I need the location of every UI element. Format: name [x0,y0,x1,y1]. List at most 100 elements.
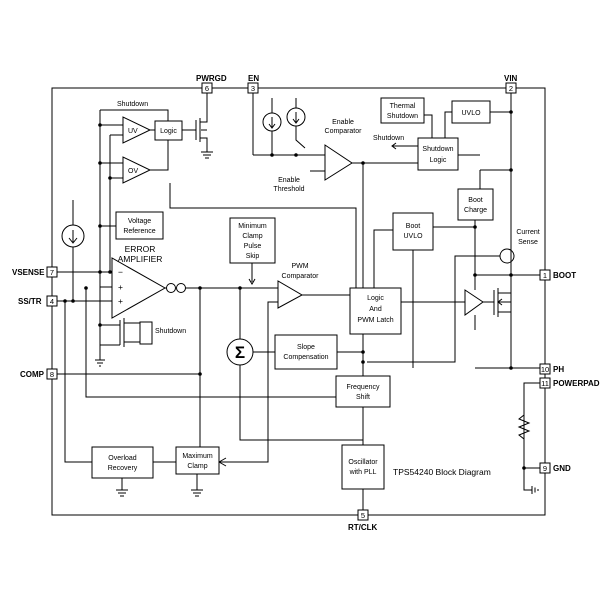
pin-gnd: 9 GND [539,462,571,474]
voltage-reference-line1: Voltage [128,218,151,225]
pin-vsense-label: VSENSE [12,268,45,277]
pin-en-number: 3 [251,84,255,93]
frequency-shift-block: Frequency Shift [335,375,391,408]
logic-pwm-latch-block: Logic And PWM Latch [349,287,402,335]
current-source-vref [61,224,85,248]
boot-charge-block: Boot Charge [457,188,494,221]
boot-uvlo-block: Boot UVLO [392,212,434,251]
error-amplifier: ERROR AMPLIFIER − + + [111,244,167,319]
logic-label: Logic [160,128,177,135]
pin-rtclk: 5 RT/CLK [348,509,378,532]
pwm-comparator-line2: Comparator [282,273,320,280]
shutdown-logic-line2: Logic [430,157,447,164]
pin-ph: 10 PH [539,363,564,375]
pin-powerpad: 11 POWERPAD [539,377,600,389]
pin-vin-number: 2 [509,84,513,93]
ov-label: OV [128,168,138,175]
pin-vsense-number: 7 [50,268,54,277]
voltage-reference-block: Voltage Reference [115,211,164,240]
current-sense-line2: Sense [518,239,538,246]
error-amp-plus1: + [118,282,123,292]
freq-shift-line2: Shift [356,394,370,401]
pwm-comparator [277,280,304,309]
freq-shift-line1: Frequency [346,384,380,391]
enable-threshold-line2: Threshold [273,186,304,193]
boot-charge-line2: Charge [464,207,487,214]
uvlo-top-label: UVLO [461,110,481,117]
pin-boot-number: 1 [543,271,547,280]
shutdown-logic-block: Shutdown Logic [417,137,459,171]
pin-sstr-label: SS/TR [18,297,42,306]
high-side-fet [493,288,511,317]
shutdown-mid-label: Shutdown [373,135,404,142]
shutdown-low-label: Shutdown [155,328,186,335]
pin-comp-number: 8 [50,370,54,379]
thermal-shutdown-line1: Thermal [390,103,416,110]
boot-charge-line1: Boot [468,197,482,204]
pin-powerpad-label: POWERPAD [553,379,600,388]
pin-boot-label: BOOT [553,271,576,280]
latch-line2: And [369,306,382,313]
latch-line1: Logic [367,295,384,302]
boot-uvlo-line1: Boot [406,223,420,230]
sigma-symbol: Σ [235,343,245,362]
oscillator-line1: Oscillator [348,459,378,466]
overload-line1: Overload [108,455,137,462]
shutdown-logic-line1: Shutdown [422,146,453,153]
max-clamp-line1: Maximum [182,453,213,460]
voltage-reference-line2: Reference [123,228,155,235]
enable-comparator [324,144,353,181]
uv-comparator: UV [122,116,152,144]
slope-comp-line2: Compensation [283,354,328,361]
slope-comp-line1: Slope [297,344,315,351]
current-sense-line1: Current [516,229,539,236]
error-amp-minus: − [118,267,123,277]
maximum-clamp-block: Maximum Clamp [175,446,220,475]
pin-vsense: VSENSE 7 [12,266,58,278]
pin-vin-label: VIN [504,74,518,83]
overload-line2: Recovery [108,465,138,472]
pin-pwrgd-label: PWRGD [196,74,227,83]
gate-driver [464,289,484,316]
enable-comparator-line1: Enable [332,119,354,126]
logic-block: Logic [154,120,183,141]
slope-compensation-block: Slope Compensation [274,334,338,370]
oscillator-block: Oscillator with PLL [341,444,385,490]
summing-node: Σ [226,338,254,366]
min-clamp-line1: Minimum [238,223,267,230]
pin-en: EN 3 [247,74,259,94]
oscillator-line2: with PLL [349,469,377,476]
max-clamp-line2: Clamp [187,463,207,470]
min-clamp-line2: Clamp [242,233,262,240]
error-amp-line2: AMPLIFIER [118,254,163,264]
pin-rtclk-number: 5 [361,511,365,520]
thermal-shutdown-line2: Shutdown [387,113,418,120]
min-clamp-line4: Skip [246,253,260,260]
pin-comp-label: COMP [20,370,45,379]
pin-boot: 1 BOOT [539,269,576,281]
pin-comp: COMP 8 [20,368,58,380]
shutdown-top-label: Shutdown [117,101,148,108]
pin-gnd-label: GND [553,464,571,473]
minimum-clamp-block: Minimum Clamp Pulse Skip [229,217,276,264]
current-sense-symbol [499,248,515,264]
pin-rtclk-label: RT/CLK [348,523,378,532]
ov-comparator: OV [122,156,152,184]
thermal-shutdown-block: Thermal Shutdown [380,97,425,124]
pin-sstr: SS/TR 4 [18,295,58,307]
boot-uvlo-line2: UVLO [403,233,423,240]
pin-gnd-number: 9 [543,464,547,473]
pin-pwrgd-number: 6 [205,84,209,93]
uvlo-top-block: UVLO [451,100,491,124]
current-source-en2 [286,107,306,127]
pin-powerpad-number: 11 [541,379,549,388]
enable-comparator-line2: Comparator [325,128,363,135]
overload-recovery-block: Overload Recovery [91,446,154,479]
current-source-en1 [262,112,282,132]
latch-line3: PWM Latch [357,317,393,324]
pwm-comparator-line1: PWM [291,263,308,270]
pin-ph-number: 10 [541,365,549,374]
uv-label: UV [128,128,138,135]
min-clamp-line3: Pulse [244,243,262,250]
